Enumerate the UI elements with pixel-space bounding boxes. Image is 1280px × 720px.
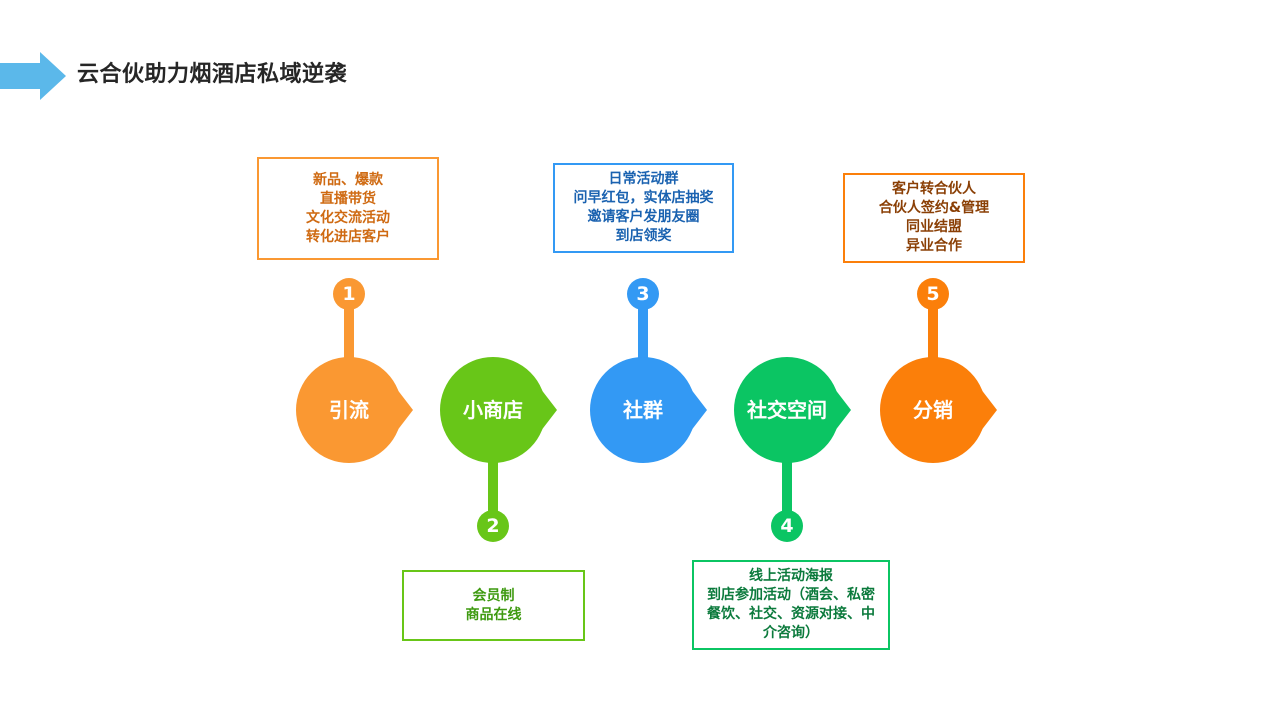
step-note-line: 直播带货 xyxy=(320,190,376,207)
step-connector xyxy=(488,410,498,526)
page-title: 云合伙助力烟酒店私域逆袭 xyxy=(77,62,348,87)
step-number: 4 xyxy=(780,515,794,537)
step-label: 小商店 xyxy=(463,398,523,422)
step-number: 5 xyxy=(926,283,940,305)
step-label: 引流 xyxy=(329,398,369,422)
step-label: 社交空间 xyxy=(747,398,827,422)
step-number-circle xyxy=(917,278,949,310)
step-connector xyxy=(638,294,648,410)
step-note-box: 日常活动群问早红包，实体店抽奖邀请客户发朋友圈到店领奖 xyxy=(553,163,734,253)
title-arrow-icon xyxy=(0,52,66,100)
step-note-line: 合伙人签约&管理 xyxy=(878,200,990,216)
step-label: 分销 xyxy=(913,398,953,422)
step-number-circle xyxy=(333,278,365,310)
step-note-line: 到店领奖 xyxy=(615,228,672,244)
step-note-line: 商品在线 xyxy=(465,606,522,623)
step-number-circle xyxy=(771,510,803,542)
step-note-line: 会员制 xyxy=(472,587,515,604)
step-note-box: 线上活动海报到店参加活动（酒会、私密餐饮、社交、资源对接、中介咨询） xyxy=(692,560,890,650)
step-bubble xyxy=(734,357,851,463)
step-note-box: 会员制商品在线 xyxy=(402,570,585,641)
step-note-line: 转化进店客户 xyxy=(306,228,390,245)
step-bubble xyxy=(440,357,557,463)
step-number: 1 xyxy=(342,283,356,305)
step-note-line: 文化交流活动 xyxy=(306,209,390,226)
step-note-box: 客户转合伙人合伙人签约&管理同业结盟异业合作 xyxy=(843,173,1025,263)
step-note-line: 同业结盟 xyxy=(906,219,962,235)
step-note-line: 问早红包，实体店抽奖 xyxy=(573,190,714,206)
step-number-circle xyxy=(627,278,659,310)
step-label: 社群 xyxy=(623,398,663,422)
step-note-line: 到店参加活动（酒会、私密 xyxy=(707,587,875,603)
step-note-line: 客户转合伙人 xyxy=(892,181,976,197)
step-bubble xyxy=(590,357,707,463)
step-bubble xyxy=(296,357,413,463)
step-note-line: 介咨询） xyxy=(763,625,819,641)
step-connector xyxy=(928,294,938,410)
step-note-line: 邀请客户发朋友圈 xyxy=(587,209,700,225)
step-number: 2 xyxy=(486,515,500,537)
step-note-box: 新品、爆款直播带货文化交流活动转化进店客户 xyxy=(257,157,439,260)
step-connector xyxy=(782,410,792,526)
step-number-circle xyxy=(477,510,509,542)
step-bubble xyxy=(880,357,997,463)
step-note-line: 日常活动群 xyxy=(608,171,679,187)
step-note-line: 新品、爆款 xyxy=(313,171,383,188)
step-connector xyxy=(344,294,354,410)
step-number: 3 xyxy=(636,283,650,305)
step-note-line: 餐饮、社交、资源对接、中 xyxy=(707,606,875,622)
step-note-line: 线上活动海报 xyxy=(749,568,833,584)
step-note-line: 异业合作 xyxy=(906,238,962,254)
